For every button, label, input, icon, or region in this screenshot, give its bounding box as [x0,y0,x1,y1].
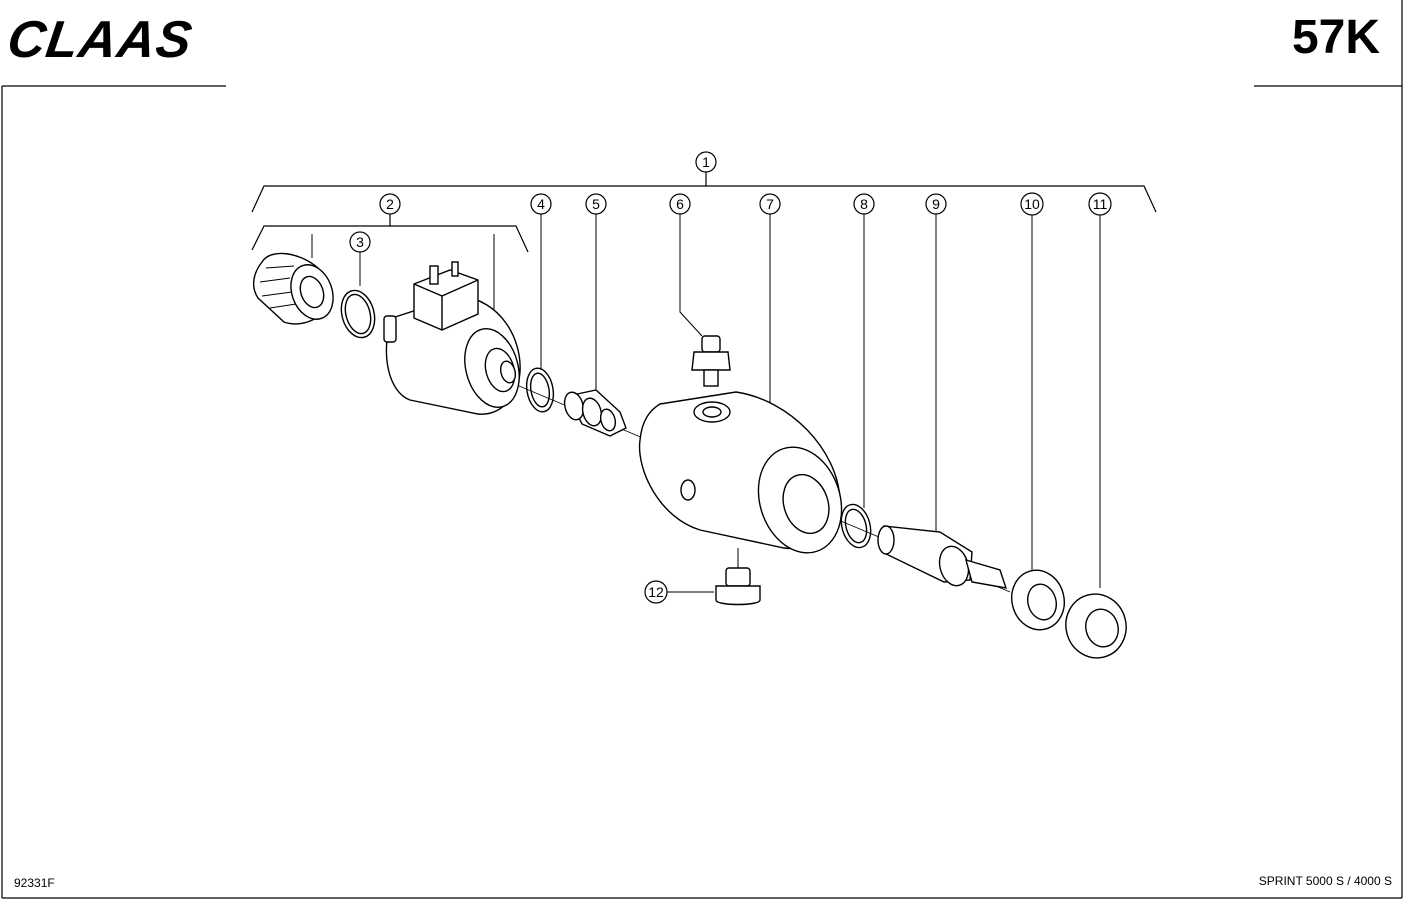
callout-label: 4 [537,196,545,212]
callout-8: 8 [853,193,875,215]
o-ring-3 [340,289,376,339]
callout-3: 3 [349,231,371,253]
callout-label: 10 [1024,196,1040,212]
plug-12 [715,567,761,606]
callout-10: 10 [1020,192,1044,216]
o-ring-4 [525,367,555,413]
callout-label: 3 [356,234,364,250]
model-designation: SPRINT 5000 S / 4000 S [1258,874,1392,888]
valve-cartridge [563,389,627,437]
callout-label: 1 [702,154,710,170]
callout-12: 12 [644,580,668,604]
callout-2: 2 [379,193,401,215]
solenoid-coil [383,261,521,415]
nut-11 [1065,593,1127,659]
drawing-number: 92331F [14,876,55,890]
callout-label: 2 [386,196,394,212]
callout-label: 8 [860,196,868,212]
knurled-nut [252,252,334,325]
callout-1: 1 [695,151,717,173]
bracket-1 [251,185,1157,213]
callout-9: 9 [925,193,947,215]
fitting-6 [691,335,731,387]
callout-label: 11 [1093,196,1108,212]
callout-5: 5 [585,193,607,215]
callout-label: 6 [676,196,684,212]
valve-body [638,391,843,554]
bracket-2 [251,225,529,253]
callout-6: 6 [669,193,691,215]
callout-label: 12 [648,584,664,600]
page-code: 57K [1291,11,1380,64]
group-brackets [251,172,1157,253]
callout-label: 5 [592,196,600,212]
callout-11: 11 [1088,192,1112,216]
leader-lines [311,214,1101,593]
spool-9 [877,525,1008,589]
callout-7: 7 [759,193,781,215]
callout-label: 9 [932,196,940,212]
callouts: 1 2 3 4 5 6 7 8 9 10 11 12 [349,151,1112,604]
o-ring-8 [840,503,872,549]
callout-label: 7 [766,196,774,212]
ring-10 [1011,569,1065,631]
callout-4: 4 [530,193,552,215]
